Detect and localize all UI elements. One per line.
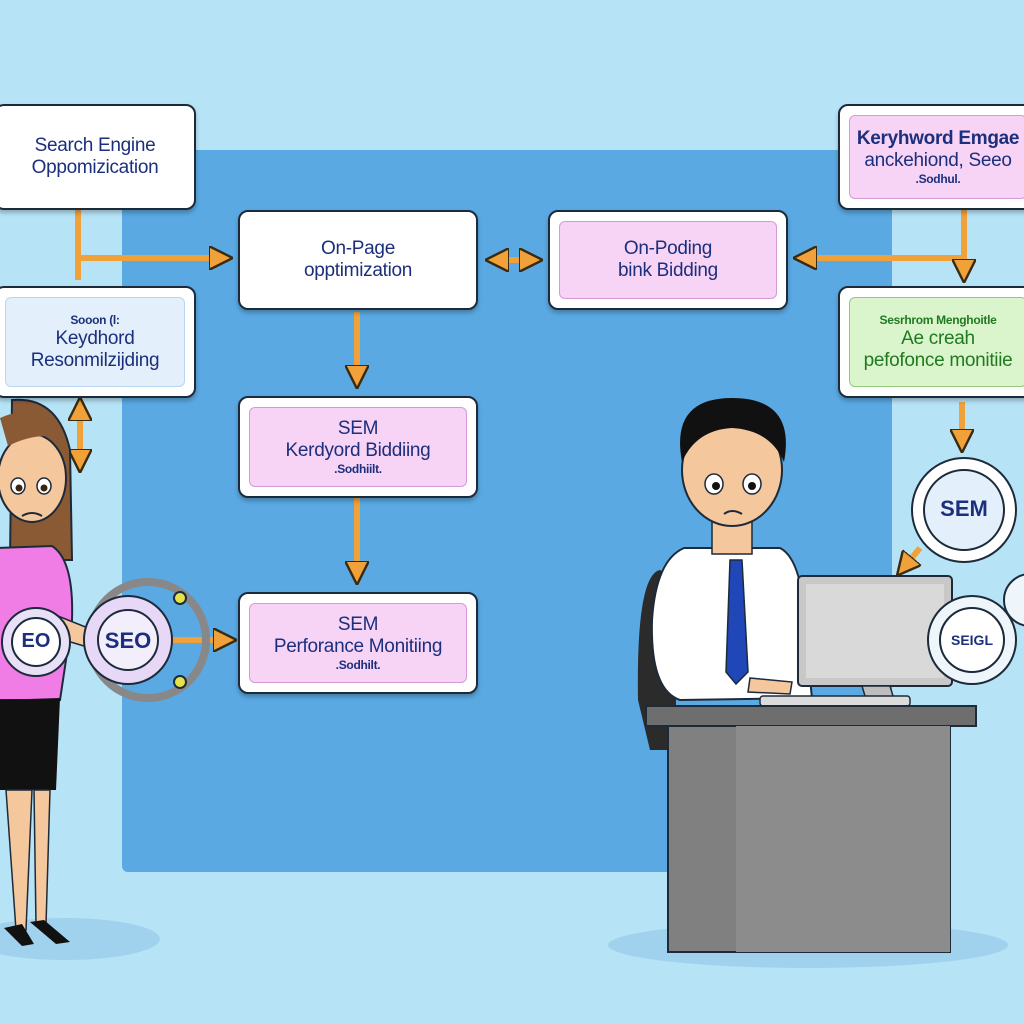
gear-label-seo: SEO bbox=[104, 628, 152, 653]
node-line: SEM bbox=[337, 613, 379, 635]
node-line: On-Poding bbox=[623, 238, 713, 259]
node-line: Kerdyord Biddiing bbox=[285, 439, 431, 461]
node-line: Keydhord bbox=[55, 327, 135, 349]
node-line: Resonmilzijding bbox=[30, 349, 160, 371]
node-line: Perforance Monitiing bbox=[273, 635, 443, 657]
node-sem-keyword-bidding: SEM Kerdyord Biddiing .Sodhiilt. bbox=[238, 396, 478, 498]
node-sem-performance-monitoring: SEM Perforance Monitiing .Sodhilt. bbox=[238, 592, 478, 694]
node-line: anckehiond, Seeo bbox=[864, 149, 1012, 171]
node-line: opptimization bbox=[303, 260, 413, 281]
gear-label-seigl: SEIGL bbox=[950, 632, 993, 648]
node-line: Sooon (l: bbox=[70, 312, 120, 327]
node-line: Search Engine bbox=[34, 135, 156, 156]
node-on-page-optimization: On-Page opptimization bbox=[238, 210, 478, 310]
node-line: On-Page bbox=[321, 238, 395, 259]
node-line: Ae creah bbox=[901, 327, 975, 349]
gear-icon bbox=[1, 607, 71, 677]
node-keyword-research: Sooon (l: Keydhord Resonmilzijding bbox=[0, 286, 196, 398]
node-line: .Sodhul. bbox=[915, 171, 961, 186]
node-link-bidding: On-Poding bink Bidding bbox=[548, 210, 788, 310]
node-search-engine-optimization: Search Engine Oppomizication bbox=[0, 104, 196, 210]
node-performance-management: Sesrhrom Menghoitle Ae creah pefofonce m… bbox=[838, 286, 1024, 398]
node-line: Sesrhrom Menghoitle bbox=[879, 312, 997, 327]
node-line: pefofonce monitiie bbox=[863, 349, 1013, 371]
node-line: .Sodhiilt. bbox=[334, 461, 382, 476]
gear-icon bbox=[911, 457, 1017, 563]
node-keyword-engagement: Keryhword Emgae anckehiond, Seeo .Sodhul… bbox=[838, 104, 1024, 210]
node-line: Keryhword Emgae bbox=[856, 127, 1020, 149]
node-line: SEM bbox=[337, 417, 379, 439]
gear-label-eo: EO bbox=[21, 630, 51, 652]
node-line: .Sodhilt. bbox=[335, 657, 381, 672]
node-line: bink Bidding bbox=[618, 260, 718, 281]
node-line: Oppomizication bbox=[31, 157, 159, 178]
gear-icon bbox=[83, 578, 210, 702]
arrow-gear-side bbox=[900, 546, 923, 572]
gear-label-sem: SEM bbox=[940, 496, 988, 521]
gear-icon bbox=[927, 573, 1024, 685]
